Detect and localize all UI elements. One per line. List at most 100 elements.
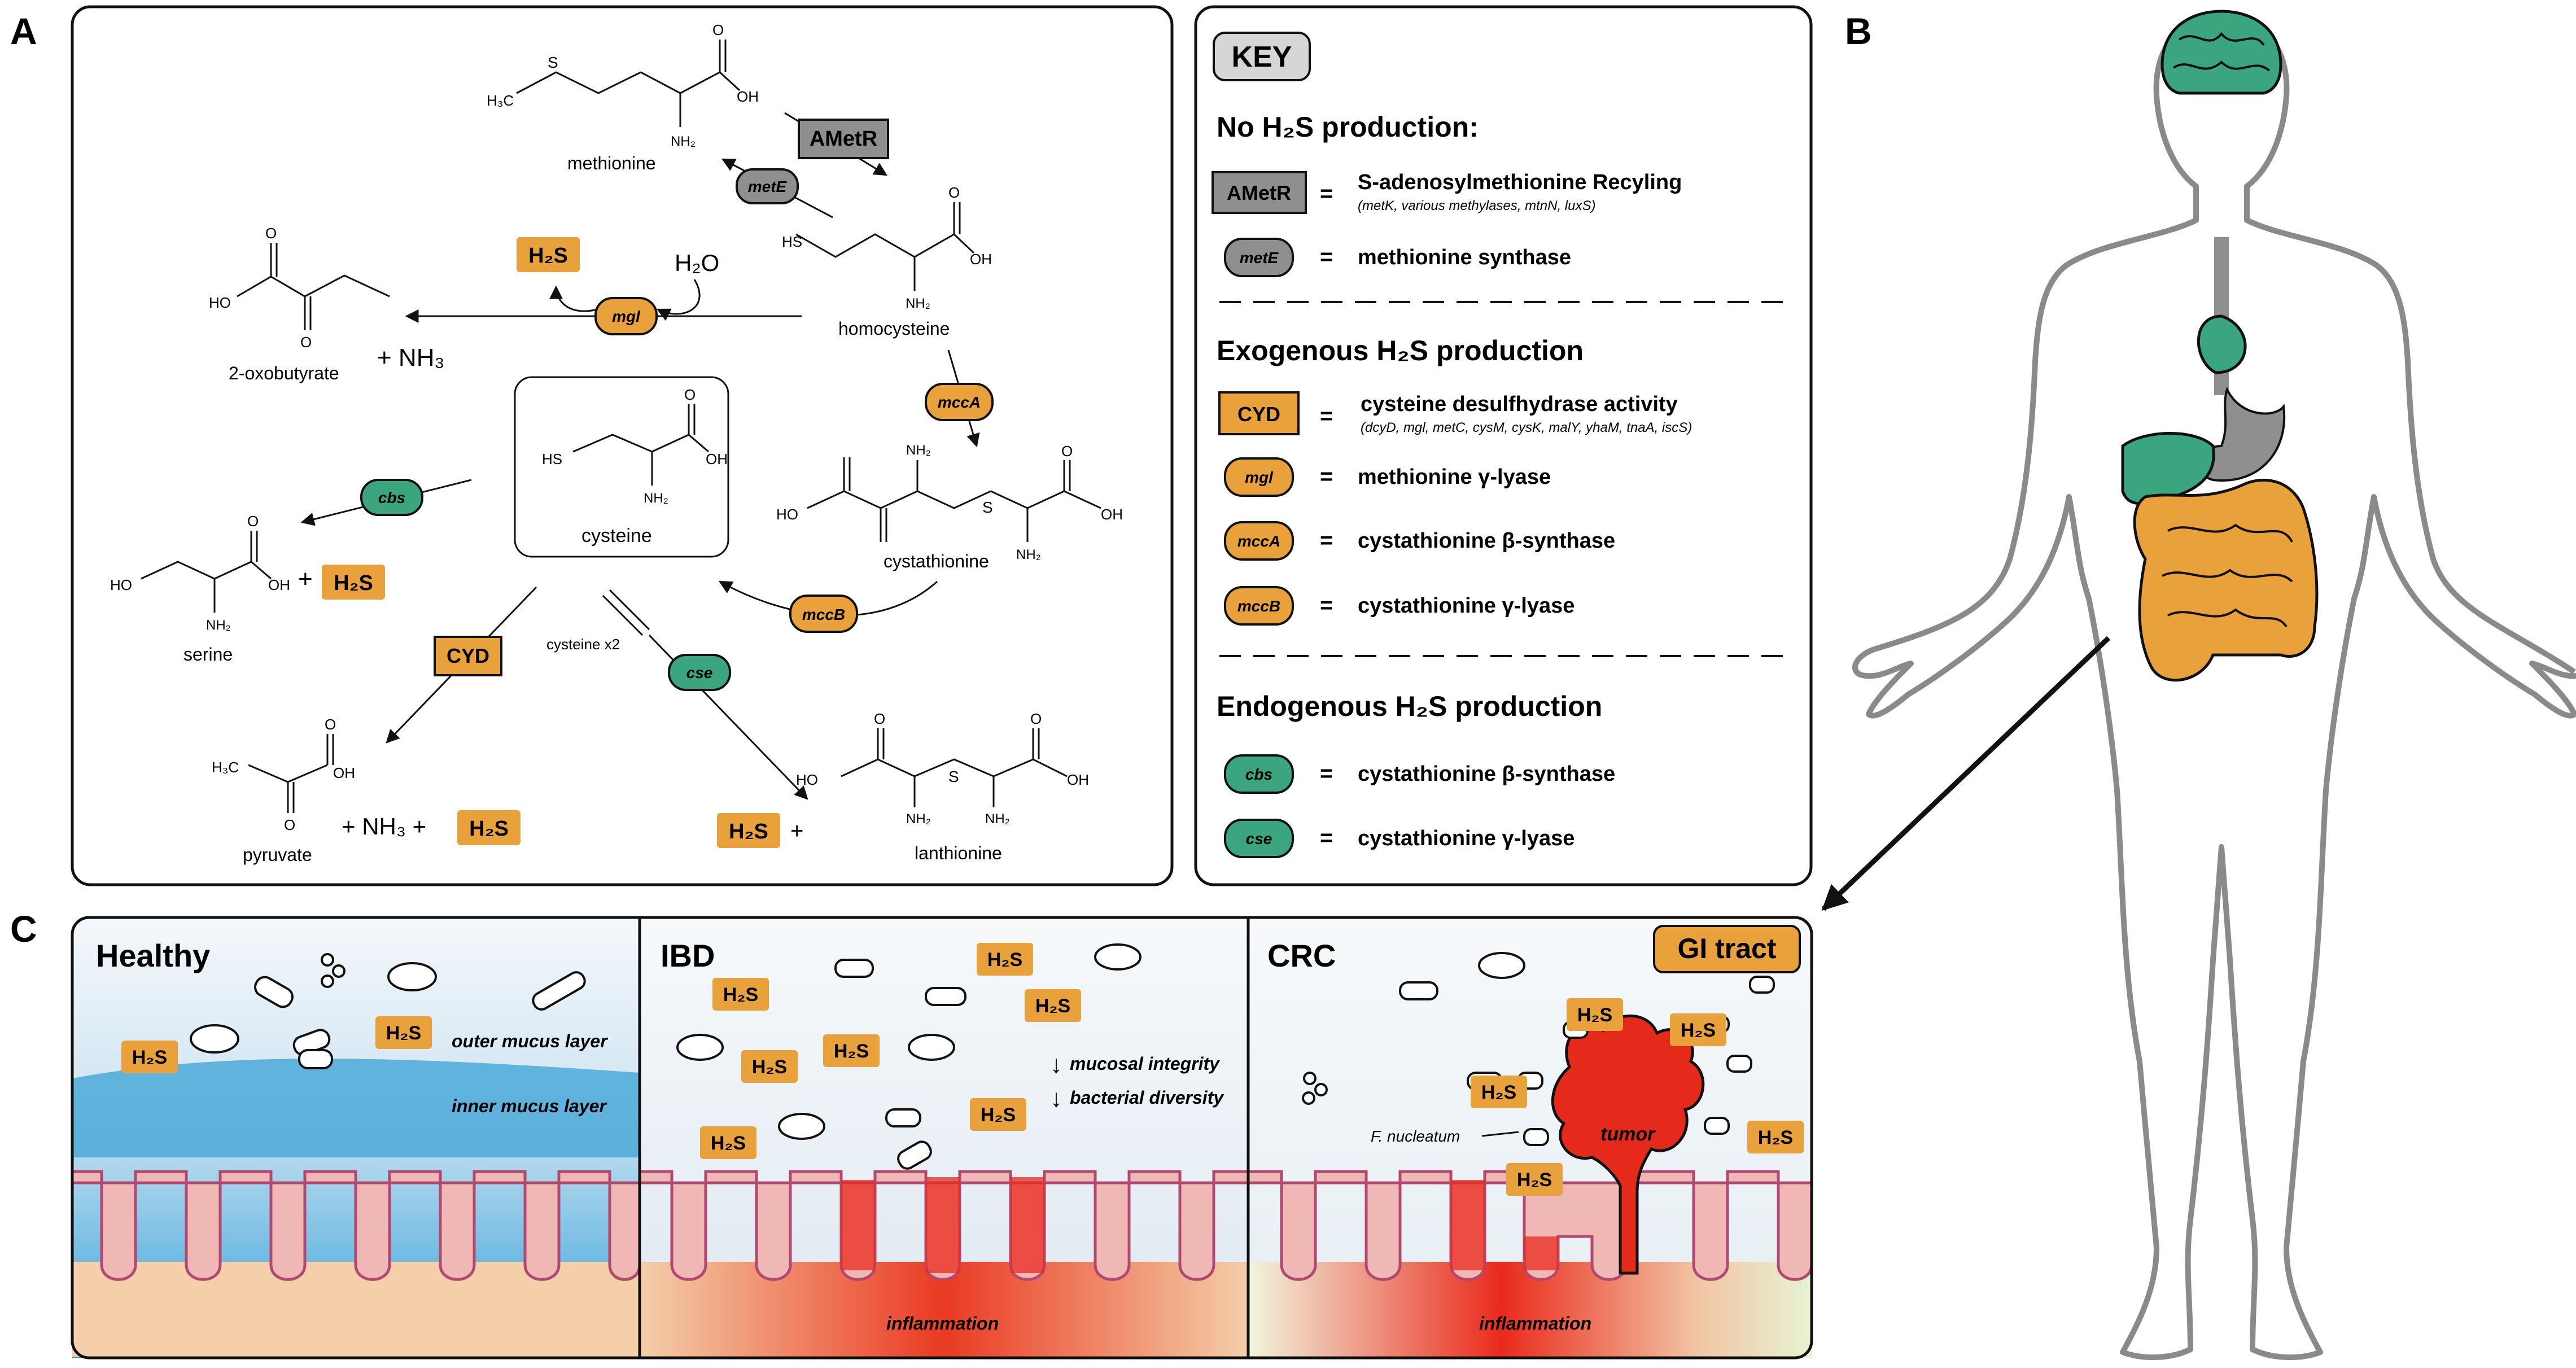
atom-o: O	[284, 816, 295, 833]
cbs-label: cbs	[378, 489, 405, 506]
key-title: KEY	[1232, 41, 1292, 73]
key-cbs-label: cbs	[1245, 766, 1272, 783]
key-mcca-oval	[1224, 521, 1294, 561]
h2s-badge-cbs	[322, 565, 385, 600]
atom-oh: OH	[970, 251, 992, 268]
key-eq: =	[1320, 404, 1333, 429]
ibd-inflammation-label: inflammation	[886, 1313, 999, 1334]
h2s-text: H₂S	[334, 571, 373, 595]
mete-oval	[736, 168, 799, 204]
atom-oh: OH	[737, 88, 759, 105]
atom-s: S	[982, 499, 993, 516]
panel-label-b: B	[1845, 10, 1872, 52]
key-endogenous: Endogenous H₂S production	[1217, 690, 1602, 722]
heart-icon	[2197, 314, 2247, 374]
key-exogenous: Exogenous H₂S production	[1217, 335, 1584, 366]
atom-oh: OH	[706, 451, 728, 467]
fnucleatum-pointer	[1481, 1131, 1519, 1137]
atom-nh2: NH₂	[206, 618, 231, 633]
stomach-icon	[2197, 386, 2286, 482]
oxobutyrate-label: 2-oxobutyrate	[229, 363, 339, 383]
cbs-oval	[360, 479, 423, 516]
gut-h2s-badge	[977, 943, 1033, 976]
gi-tract-badge	[1653, 925, 1801, 973]
gi-tract-label: GI tract	[1677, 933, 1776, 964]
h2s-out-arrow	[549, 285, 598, 312]
cse-bond	[602, 595, 644, 636]
gut-h2s-badge	[375, 1016, 432, 1049]
gut-h2s-text: H₂S	[987, 949, 1022, 971]
atom-nh2: NH₂	[906, 443, 931, 458]
key-cyd-label: CYD	[1237, 403, 1280, 426]
atom-ho: HO	[110, 576, 132, 593]
homocysteine-label: homocysteine	[838, 318, 950, 339]
cystathionine-structure	[807, 457, 1101, 542]
intestine-icon	[2133, 478, 2319, 682]
atom-o: O	[1030, 710, 1042, 727]
panel-label-c: C	[10, 908, 37, 950]
atom-o: O	[265, 225, 277, 242]
key-mete-oval	[1224, 238, 1294, 277]
mcca-oval	[925, 383, 994, 421]
key-cse-desc: cystathionine γ-lyase	[1358, 827, 1575, 850]
atom-nh2: NH₂	[906, 296, 930, 311]
pyruvate-label: pyruvate	[243, 845, 312, 865]
gut-h2s-text: H₂S	[1035, 995, 1070, 1017]
gut-h2s-text: H₂S	[752, 1056, 787, 1078]
plus-nh3: + NH₃	[377, 344, 444, 371]
key-amet-box	[1212, 171, 1307, 214]
plus: +	[298, 565, 313, 593]
gut-h2s-text: H₂S	[834, 1041, 869, 1062]
key-eq: =	[1320, 244, 1333, 269]
cysteine-box	[514, 376, 729, 558]
key-no-production: No H₂S production:	[1217, 111, 1479, 143]
ibd-title: IBD	[661, 938, 715, 973]
gut-h2s-badge	[741, 1050, 798, 1083]
key-cbs-oval	[1224, 754, 1294, 794]
atom-s: S	[948, 768, 959, 785]
key-mccb-oval	[1224, 586, 1294, 626]
cystathionine-label: cystathionine	[884, 551, 989, 571]
key-mgl-label: mgl	[1245, 469, 1274, 486]
homocysteine-structure	[795, 202, 975, 291]
crc-inflammation-label: inflammation	[1479, 1313, 1591, 1334]
key-mcca-label: mccA	[1237, 532, 1280, 550]
h2s-badge-cse	[717, 813, 780, 848]
atom-nh2: NH₂	[671, 134, 696, 149]
methionine-structure	[516, 40, 741, 127]
atom-o: O	[300, 334, 312, 351]
gi-organs	[2121, 237, 2319, 682]
lanthionine-label: lanthionine	[915, 843, 1002, 863]
key-mete-label: metE	[1240, 249, 1279, 266]
gut-h2s-text: H₂S	[1758, 1127, 1793, 1148]
serine-label: serine	[183, 644, 233, 665]
gut-h2s-badge	[970, 1098, 1026, 1131]
outer-mucus-label: outer mucus layer	[452, 1031, 608, 1051]
atom-oh: OH	[1101, 506, 1123, 523]
serine-structure	[141, 531, 272, 613]
atom-nh2: NH₂	[906, 811, 931, 827]
liver-icon	[2121, 432, 2215, 505]
mete-label: metE	[748, 178, 788, 195]
gut-h2s-badge	[1471, 1076, 1527, 1108]
gut-h2s-text: H₂S	[1517, 1169, 1552, 1191]
cyd-label: CYD	[447, 644, 489, 667]
cysteine-structure	[572, 404, 709, 486]
key-cyd-box	[1218, 391, 1300, 435]
key-cyd-sub: (dcyD, mgl, metC, cysM, cysK, malY, yhaM…	[1361, 420, 1692, 435]
atom-ho: HO	[776, 506, 798, 523]
decrease-arrow: ↓	[1050, 1085, 1062, 1112]
key-mcca-desc: cystathionine β-synthase	[1358, 529, 1615, 553]
key-eq: =	[1320, 464, 1333, 489]
atom-o: O	[684, 386, 696, 403]
gut-h2s-badge	[1747, 1121, 1804, 1153]
gut-h2s-text: H₂S	[1577, 1004, 1612, 1026]
gut-panel: H₂S H₂S H₂S H₂S H₂S H₂S H₂S H₂S H₂S H₂S …	[71, 916, 1813, 1360]
atom-oh: OH	[1067, 771, 1089, 788]
key-amet-sub: (metK, various methylases, mtnN, luxS)	[1358, 198, 1595, 213]
atom-ho: HO	[209, 294, 231, 311]
atom-oh: OH	[268, 576, 290, 593]
plus-nh3-plus: + NH₃ +	[342, 813, 426, 840]
gut-h2s-text: H₂S	[132, 1047, 167, 1068]
